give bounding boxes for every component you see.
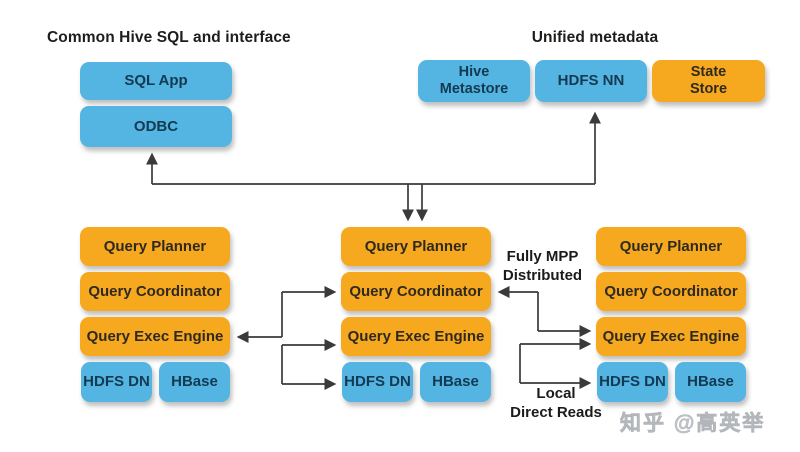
box-hdfs-dn-middle: HDFS DN bbox=[342, 362, 413, 402]
box-query-planner-right: Query Planner bbox=[596, 227, 746, 266]
box-query-exec-engine-right-label: Query Exec Engine bbox=[602, 327, 740, 345]
box-hdfs-dn-right: HDFS DN bbox=[597, 362, 668, 402]
box-query-exec-engine-middle-label: Query Exec Engine bbox=[347, 327, 485, 345]
box-query-planner-middle: Query Planner bbox=[341, 227, 491, 266]
box-state-store-line1: State bbox=[690, 64, 727, 81]
box-odbc-label: ODBC bbox=[133, 117, 179, 135]
box-query-exec-engine-left-label: Query Exec Engine bbox=[86, 327, 224, 345]
box-hdfs-dn-left: HDFS DN bbox=[81, 362, 152, 402]
box-odbc: ODBC bbox=[80, 106, 232, 147]
box-hdfs-nn: HDFS NN bbox=[535, 60, 647, 102]
box-hbase-left-label: HBase bbox=[171, 373, 218, 391]
box-query-coordinator-middle-label: Query Coordinator bbox=[349, 282, 483, 300]
box-sql-app: SQL App bbox=[80, 62, 232, 100]
box-query-planner-left: Query Planner bbox=[80, 227, 230, 266]
box-hbase-right: HBase bbox=[675, 362, 746, 402]
box-hbase-left: HBase bbox=[159, 362, 230, 402]
box-query-coordinator-left: Query Coordinator bbox=[80, 272, 230, 311]
box-query-coordinator-left-label: Query Coordinator bbox=[88, 282, 222, 300]
annotation-fully-mpp: Fully MPP Distributed bbox=[490, 248, 595, 286]
heading-common-hive-sql: Common Hive SQL and interface bbox=[47, 29, 291, 46]
box-state-store: State Store bbox=[652, 60, 765, 102]
box-hive-metastore-line2: Metastore bbox=[439, 81, 509, 97]
zhihu-watermark: 知乎 @高英举 bbox=[620, 412, 766, 436]
annotation-fully-mpp-line2: Distributed bbox=[502, 266, 583, 284]
box-state-store-line2: Store bbox=[689, 81, 728, 97]
box-query-exec-engine-right: Query Exec Engine bbox=[596, 317, 746, 356]
annotation-local-direct-reads: Local Direct Reads bbox=[495, 385, 617, 423]
box-hive-metastore: Hive Metastore bbox=[418, 60, 530, 102]
box-hbase-right-label: HBase bbox=[687, 373, 734, 391]
box-hbase-middle: HBase bbox=[420, 362, 491, 402]
box-query-exec-engine-left: Query Exec Engine bbox=[80, 317, 230, 356]
box-hdfs-dn-right-label: HDFS DN bbox=[599, 373, 666, 391]
annotation-local-reads-line1: Local bbox=[536, 385, 576, 402]
box-query-planner-left-label: Query Planner bbox=[103, 237, 207, 255]
box-query-planner-right-label: Query Planner bbox=[619, 237, 723, 255]
box-query-exec-engine-middle: Query Exec Engine bbox=[341, 317, 491, 356]
box-query-coordinator-middle: Query Coordinator bbox=[341, 272, 491, 311]
box-hive-metastore-line1: Hive bbox=[458, 64, 490, 81]
box-hbase-middle-label: HBase bbox=[432, 373, 479, 391]
annotation-fully-mpp-line1: Fully MPP bbox=[506, 248, 579, 265]
box-query-coordinator-right: Query Coordinator bbox=[596, 272, 746, 311]
annotation-local-reads-line2: Direct Reads bbox=[510, 403, 602, 421]
box-query-coordinator-right-label: Query Coordinator bbox=[604, 282, 738, 300]
box-hdfs-dn-middle-label: HDFS DN bbox=[344, 373, 411, 391]
box-query-planner-middle-label: Query Planner bbox=[364, 237, 468, 255]
box-sql-app-label: SQL App bbox=[124, 72, 188, 90]
box-hdfs-nn-label: HDFS NN bbox=[557, 72, 625, 90]
box-hdfs-dn-left-label: HDFS DN bbox=[83, 373, 150, 391]
heading-unified-metadata: Unified metadata bbox=[531, 29, 659, 46]
